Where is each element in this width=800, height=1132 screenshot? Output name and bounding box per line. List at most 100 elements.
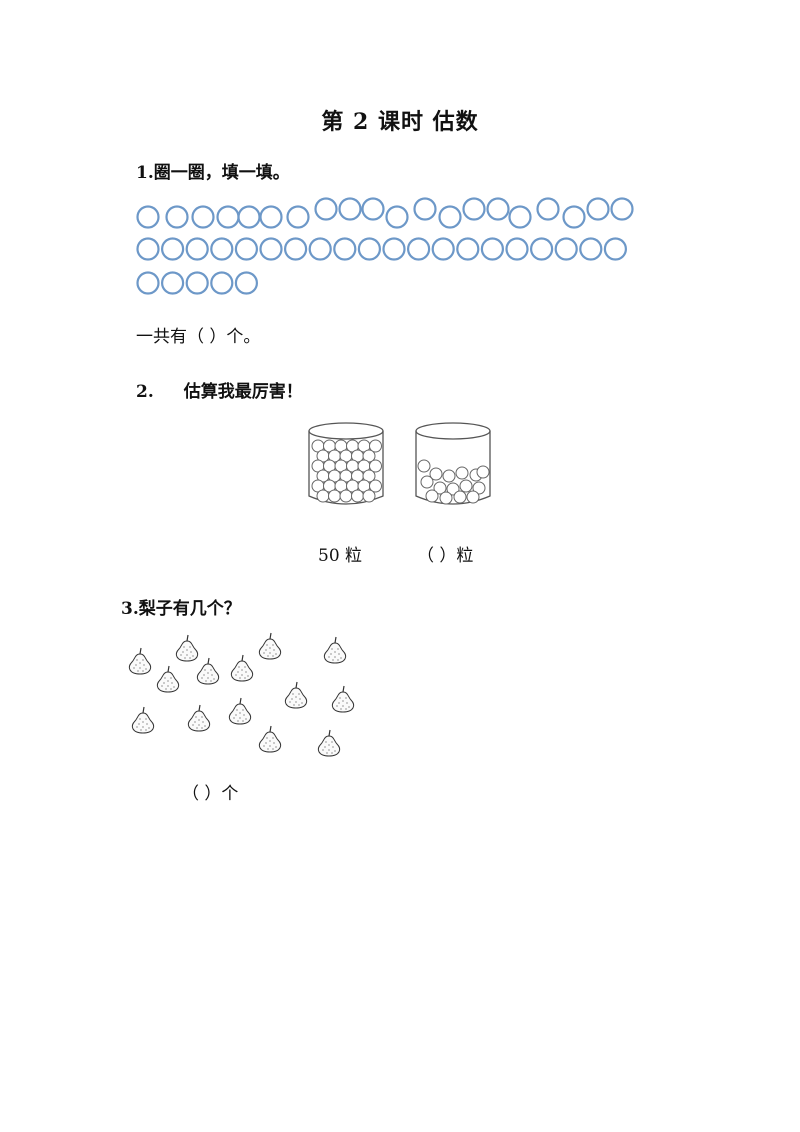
jar-ball xyxy=(328,469,341,483)
count-circle xyxy=(610,197,634,221)
jar-ball xyxy=(439,491,453,505)
jar-ball xyxy=(339,469,353,483)
jar-ball xyxy=(369,439,382,453)
jar-ball xyxy=(433,481,447,495)
jar-ball xyxy=(420,475,434,489)
count-circle xyxy=(486,197,510,221)
jar-ball xyxy=(316,489,330,503)
count-circle xyxy=(462,197,486,221)
count-circle xyxy=(161,271,185,295)
jar-ball xyxy=(328,489,341,503)
jar-ball xyxy=(442,469,456,483)
jar-ball xyxy=(316,469,330,483)
pear xyxy=(331,685,355,713)
pear xyxy=(156,665,180,693)
jar-ball xyxy=(357,479,371,493)
jar-ball xyxy=(453,490,467,504)
count-circle xyxy=(382,237,406,261)
jar-ball xyxy=(311,459,325,473)
right-jar-label: （ ）粒 xyxy=(417,546,474,566)
jar-ball xyxy=(334,439,348,453)
jar-ball xyxy=(417,459,431,473)
count-circle xyxy=(554,237,578,261)
jar-ball xyxy=(316,449,330,463)
jar-ball xyxy=(346,459,359,473)
count-circle xyxy=(586,197,610,221)
jar-ball xyxy=(369,459,382,473)
left-jar-label: 50 粒 xyxy=(318,546,363,566)
jar-ball xyxy=(351,469,364,483)
count-circle xyxy=(508,205,532,229)
count-circle xyxy=(136,237,160,261)
jar-ball xyxy=(339,489,353,503)
count-circle xyxy=(385,205,409,229)
count-circle xyxy=(191,205,215,229)
jar-ball xyxy=(362,489,376,503)
jar-ball xyxy=(369,479,382,493)
jar-ball xyxy=(466,490,480,504)
jar-ball xyxy=(472,481,486,495)
count-circle xyxy=(413,197,437,221)
jar-ball xyxy=(334,459,348,473)
count-circle xyxy=(438,205,462,229)
count-circle xyxy=(237,205,261,229)
count-circle xyxy=(579,237,603,261)
count-circle xyxy=(361,197,385,221)
jar-ball xyxy=(323,439,336,453)
count-circle xyxy=(286,205,310,229)
jar-ball xyxy=(476,465,490,479)
jar-ball xyxy=(328,449,341,463)
count-circle xyxy=(314,197,338,221)
count-circle xyxy=(161,237,185,261)
jar-ball xyxy=(446,482,460,496)
pear xyxy=(284,681,308,709)
question-2-number: 2. xyxy=(136,382,154,402)
count-circle xyxy=(216,205,240,229)
count-circle xyxy=(333,237,357,261)
pear xyxy=(258,632,282,660)
jar-ball xyxy=(357,459,371,473)
pear xyxy=(228,697,252,725)
count-circle xyxy=(210,237,234,261)
pear xyxy=(230,654,254,682)
pear xyxy=(317,729,341,757)
count-circle xyxy=(136,271,160,295)
count-circle xyxy=(536,197,560,221)
page-title: 第 2 课时 估数 xyxy=(321,109,479,135)
jar-ball xyxy=(362,469,376,483)
count-circle xyxy=(259,237,283,261)
pear xyxy=(258,725,282,753)
question-3-answer-line: （ ）个 xyxy=(182,784,239,804)
count-circle xyxy=(210,271,234,295)
count-circle xyxy=(259,205,283,229)
count-circle xyxy=(338,197,362,221)
jar-ball xyxy=(425,489,439,503)
count-circle xyxy=(562,205,586,229)
jar-ball xyxy=(459,479,473,493)
jar-ball xyxy=(346,479,359,493)
pear xyxy=(196,657,220,685)
count-circle xyxy=(165,205,189,229)
pear xyxy=(323,636,347,664)
jar-ball xyxy=(469,468,483,482)
right-jar xyxy=(415,422,491,505)
count-circle xyxy=(407,237,431,261)
question-2-heading: 2. 估算我最厉害！ xyxy=(136,377,303,402)
count-circle xyxy=(529,237,554,261)
question-2-text: 估算我最厉害！ xyxy=(183,382,303,402)
question-3-heading: 3.梨子有几个？ xyxy=(121,599,241,619)
jar-ball xyxy=(346,439,359,453)
jar-ball xyxy=(362,449,376,463)
question-1-answer-line: 一共有（ ）个。 xyxy=(136,327,261,347)
jar-ball xyxy=(455,466,469,480)
count-circle xyxy=(357,237,381,261)
count-circle xyxy=(234,237,258,261)
pear xyxy=(128,647,152,675)
jar-ball xyxy=(311,479,325,493)
pear xyxy=(175,634,199,662)
count-circle xyxy=(480,237,504,261)
jar-ball xyxy=(334,479,348,493)
